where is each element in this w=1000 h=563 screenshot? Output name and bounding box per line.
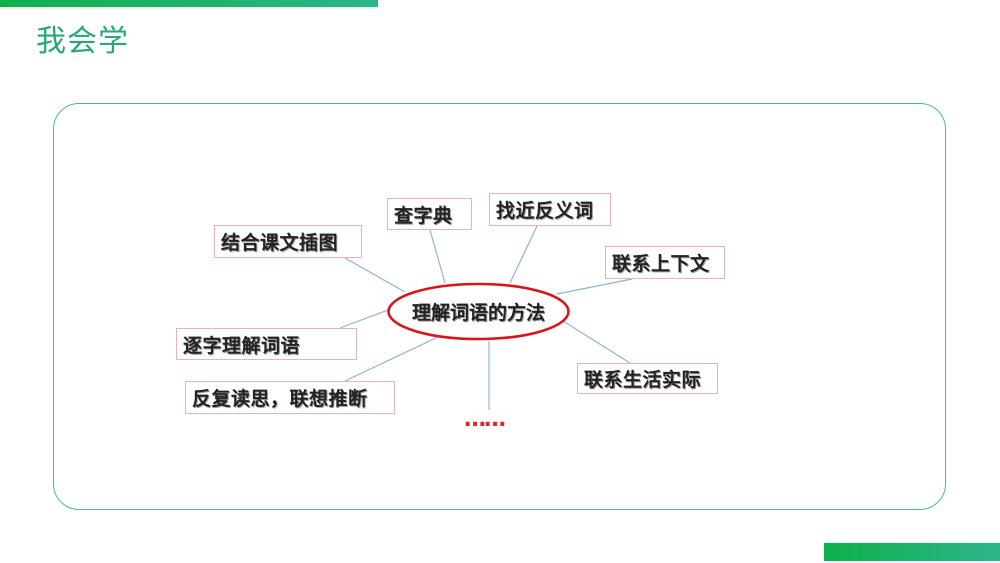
node-zhuzi-lijie-ciyu: 逐字理解词语 xyxy=(176,328,357,360)
link-lianxi-shangxiawen xyxy=(556,278,633,295)
link-jiehe-chatu xyxy=(344,257,406,293)
content-frame xyxy=(53,103,946,510)
node-cha-zidian: 查字典 xyxy=(387,198,472,230)
center-ellipse xyxy=(387,282,570,341)
link-cha-zidian xyxy=(429,229,446,284)
link-lianxi-shenghuo xyxy=(562,320,631,364)
node-fanfu-dusi-lianxiang-tuiduan: 反复读思，联想推断 xyxy=(185,381,395,414)
node-zhao-jinfanyici: 找近反义词 xyxy=(489,193,611,226)
link-jin-fanyici xyxy=(509,225,538,284)
more-ellipsis: …… xyxy=(464,407,506,432)
node-jiehe-kewen-chatu: 结合课文插图 xyxy=(214,225,362,258)
top-accent-bar xyxy=(0,0,378,7)
link-zhuzi-lijie xyxy=(339,309,389,329)
mindmap-center-topic: 理解词语的方法 xyxy=(411,302,545,324)
node-lianxi-shenghuo-shiji: 联系生活实际 xyxy=(577,363,718,394)
bottom-accent-bar xyxy=(824,543,1000,561)
node-lianxi-shangxiawen: 联系上下文 xyxy=(605,246,725,279)
page-title: 我会学 xyxy=(36,24,129,59)
link-fanfu-dusi xyxy=(344,336,439,382)
